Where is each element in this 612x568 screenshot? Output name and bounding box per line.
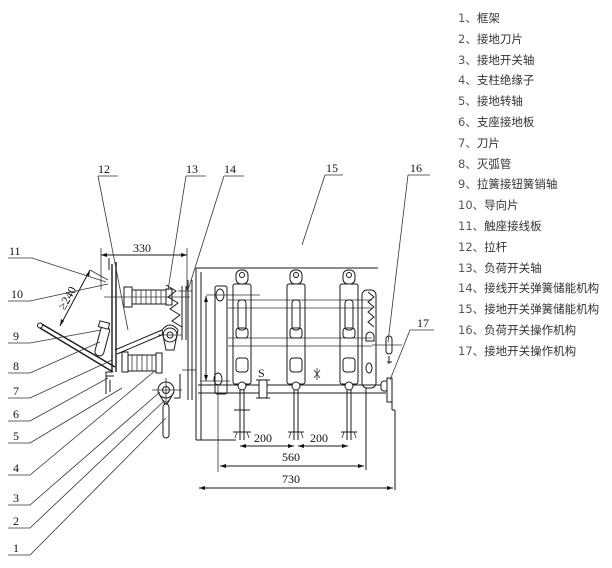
lower-insulator xyxy=(121,351,163,374)
legend-label: 拉杆 xyxy=(484,239,508,254)
legend-item: 10、导向片 xyxy=(458,198,519,213)
callout-2: 2 xyxy=(13,514,19,528)
dim-330-label: 330 xyxy=(133,241,151,255)
callout-15: 15 xyxy=(326,161,338,175)
legend-item: 1、框架 xyxy=(458,11,500,25)
legend-item: 11、触座接线板 xyxy=(458,218,542,233)
callout-3: 3 xyxy=(13,491,19,505)
legend-label: 接地刀片 xyxy=(476,31,523,46)
pole-1 xyxy=(232,269,252,440)
legend-label: 支柱绝缘子 xyxy=(476,73,535,88)
legend-label: 接线开关弹簧储能机构 xyxy=(484,281,600,296)
legend-item: 4、支柱绝缘子 xyxy=(458,73,535,88)
callout-17: 17 xyxy=(417,316,429,330)
legend-label: 负荷开关轴 xyxy=(484,260,542,275)
legend-item: 6、支座接地板 xyxy=(458,114,535,129)
callout-13: 13 xyxy=(186,162,198,176)
dim-730-label: 730 xyxy=(282,472,300,486)
dimension-200-b: 200 xyxy=(298,431,348,448)
legend-item: 16、负荷开关操作机构 xyxy=(458,322,577,337)
dimension-200-a: 200 xyxy=(240,431,294,448)
pole-3 xyxy=(339,269,359,440)
callout-12: 12 xyxy=(98,162,110,176)
legend-label: 接地开关弹簧储能机构 xyxy=(484,302,600,317)
legend-label: 支座接地板 xyxy=(476,114,535,129)
parts-legend: 1、框架 2、接地刀片 3、接地开关轴 4、支柱绝缘子 5、接地转轴 6、支座接… xyxy=(458,8,608,362)
legend-label: 导向片 xyxy=(484,198,519,213)
legend-item: 8、灭弧管 xyxy=(458,156,512,171)
side-view xyxy=(37,258,196,439)
legend-item: 9、拉簧接钮簧销轴 xyxy=(458,177,558,192)
callout-11: 11 xyxy=(9,244,21,258)
callout-10: 10 xyxy=(11,287,23,301)
legend-item: 14、接线开关弹簧储能机构 xyxy=(458,281,600,296)
legend-item: 13、负荷开关轴 xyxy=(458,260,542,275)
front-view: S xyxy=(195,267,402,490)
legend-label: 刀片 xyxy=(476,135,500,150)
legend-label: 触座接线板 xyxy=(484,218,542,233)
callout-14: 14 xyxy=(224,162,236,176)
dimension-330: 330 xyxy=(100,241,188,290)
legend-label: 接地开关轴 xyxy=(476,52,535,67)
dimension-730: 730 xyxy=(199,472,393,490)
callout-5: 5 xyxy=(13,429,19,443)
dim-200b-label: 200 xyxy=(310,431,328,445)
legend-item: 15、接地开关弹簧储能机构 xyxy=(458,302,600,317)
dim-560-label: 560 xyxy=(282,450,300,464)
legend-item: 5、接地转轴 xyxy=(458,94,523,109)
callout-16: 16 xyxy=(410,161,422,175)
legend-item: 17、接地开关操作机构 xyxy=(458,343,577,358)
callout-4: 4 xyxy=(13,461,19,475)
legend-item: 2、接地刀片 xyxy=(458,31,523,46)
callout-leaders: 12 13 14 15 16 17 11 10 9 8 7 6 5 4 3 2 … xyxy=(8,161,434,556)
callout-7: 7 xyxy=(13,384,19,398)
legend-item: 7、刀片 xyxy=(458,135,500,150)
legend-item: 3、接地开关轴 xyxy=(458,52,535,67)
pole-2 xyxy=(286,269,306,440)
s-mark-label: S xyxy=(258,366,265,380)
callout-1: 1 xyxy=(13,541,19,555)
callout-9: 9 xyxy=(13,329,19,343)
legend-label: 框架 xyxy=(476,11,500,25)
legend-label: 拉簧接钮簧销轴 xyxy=(476,177,558,192)
callout-8: 8 xyxy=(13,359,19,373)
legend-item: 12、拉杆 xyxy=(458,239,508,254)
callout-6: 6 xyxy=(13,407,19,421)
dim-240-label: ≥240 xyxy=(55,284,79,312)
dimension-240: ≥240 xyxy=(55,269,109,327)
legend-label: 负荷开关操作机构 xyxy=(484,322,577,337)
dimension-560: 560 xyxy=(217,384,364,472)
legend-label: 接地转轴 xyxy=(476,94,523,109)
dim-200a-label: 200 xyxy=(254,431,272,445)
legend-label: 灭弧管 xyxy=(476,156,512,171)
legend-label: 接地开关操作机构 xyxy=(484,343,577,358)
